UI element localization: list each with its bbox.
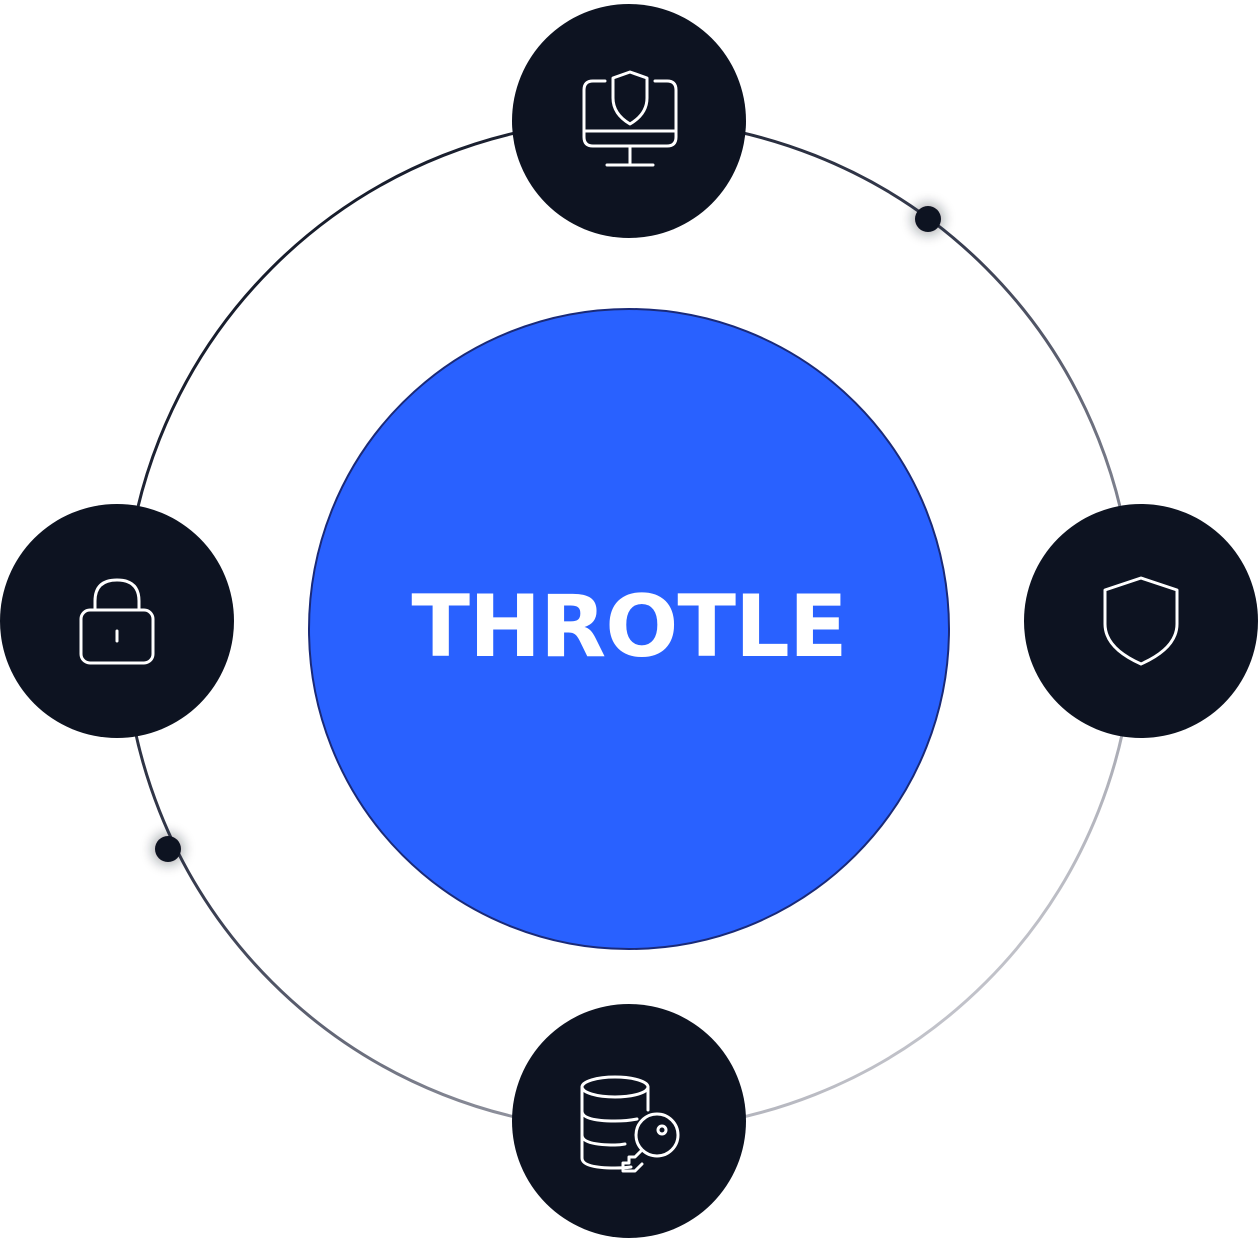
database-key-icon <box>580 1075 680 1173</box>
node-left <box>0 504 234 738</box>
orbit-dot-top-right <box>912 203 944 235</box>
node-bottom <box>512 1004 746 1238</box>
orbit-dot-bottom-left <box>152 833 184 865</box>
shield-icon <box>1103 576 1179 666</box>
node-right <box>1024 504 1258 738</box>
center-circle <box>308 308 950 950</box>
padlock-icon <box>79 578 155 665</box>
brand-name: THROTLE <box>411 577 846 677</box>
monitor-shield-icon <box>582 70 678 167</box>
node-top <box>512 4 746 238</box>
